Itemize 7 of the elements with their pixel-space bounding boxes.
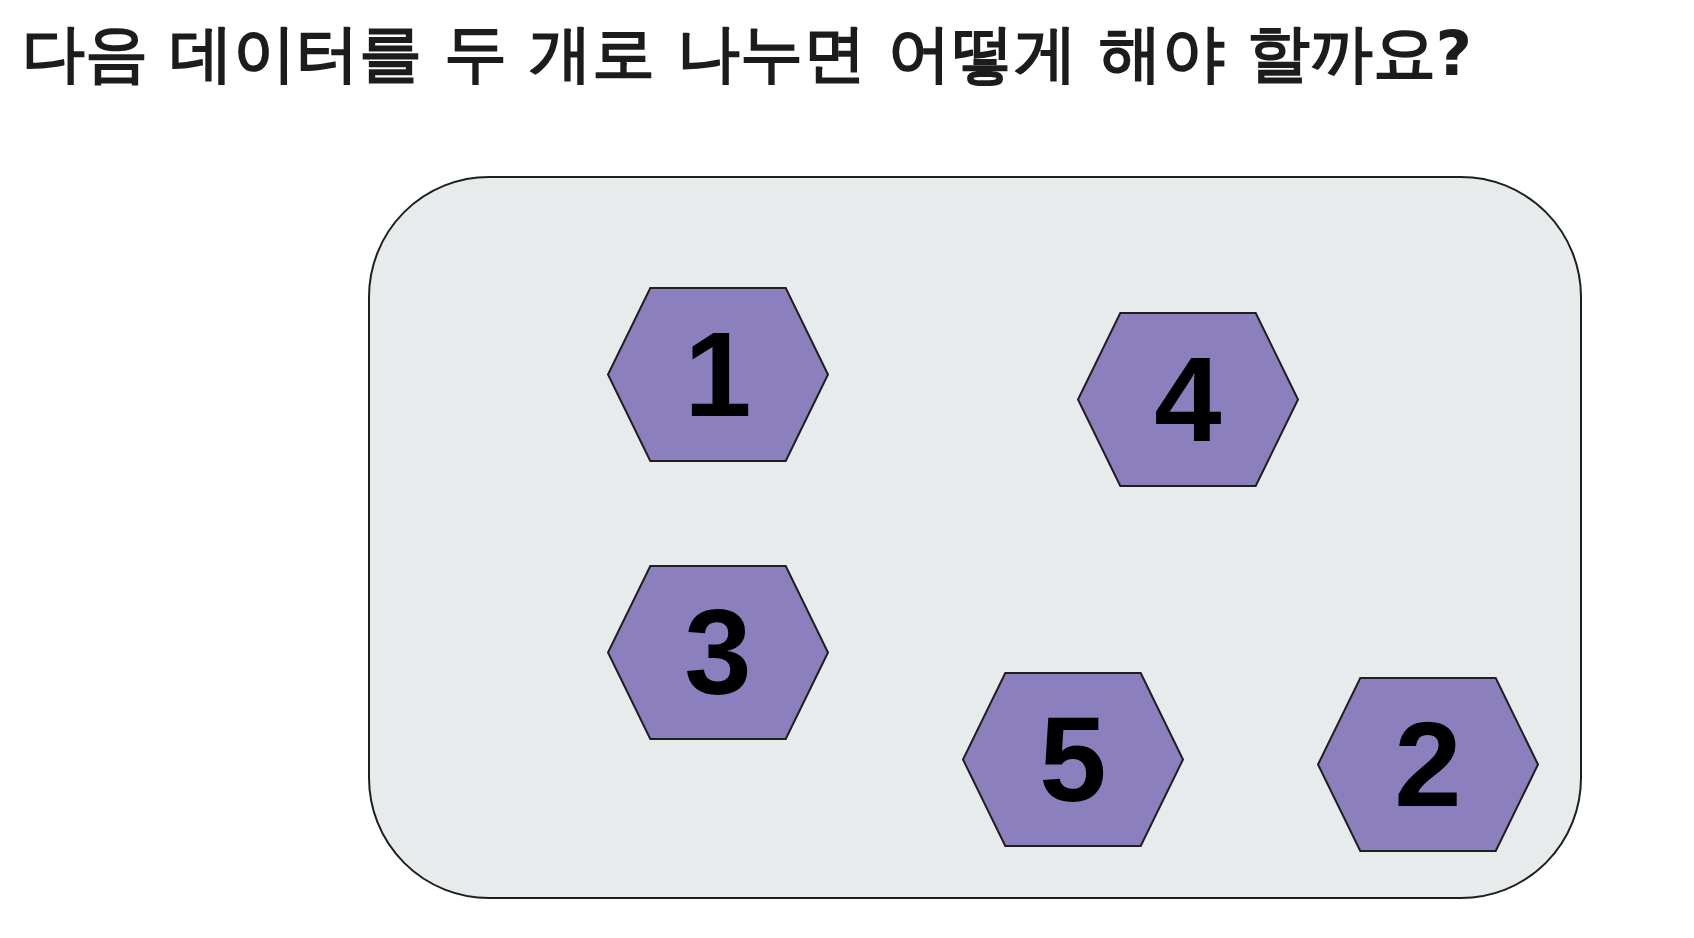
title: 다음 데이터를 두 개로 나누면 어떻게 해야 할까요? bbox=[22, 16, 1473, 92]
hexagon: 5 bbox=[962, 672, 1184, 847]
hexagon: 3 bbox=[607, 565, 829, 740]
hexagon: 4 bbox=[1077, 312, 1299, 487]
hexagon: 2 bbox=[1317, 677, 1539, 852]
hexagon: 1 bbox=[607, 287, 829, 462]
rounded-panel bbox=[368, 176, 1582, 899]
